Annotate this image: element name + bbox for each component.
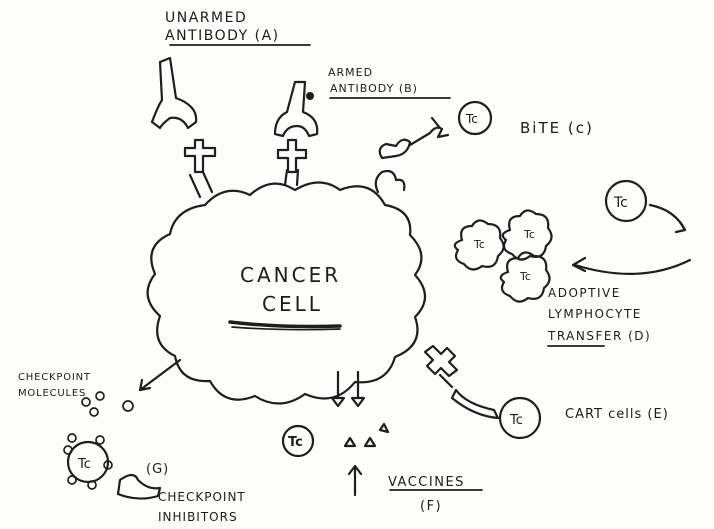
- tc-label-vaccine: Tc: [288, 435, 303, 450]
- tc-label-source: Tc: [613, 195, 628, 211]
- armed-antibody: [275, 82, 317, 185]
- armed-antibody-label-2: ANTIBODY (B): [330, 82, 418, 95]
- armed-antibody-label-1: ARMED: [328, 66, 373, 79]
- tc-label-cart: Tc: [509, 413, 523, 428]
- adoptive-label-1: ADOPTIVE: [548, 286, 621, 300]
- checkpoint-inhibitors-label-2: INHIBITORS: [158, 510, 238, 524]
- adoptive-transfer: [455, 181, 690, 346]
- checkpoint-molecule: [82, 398, 90, 406]
- checkpoint-molecules-label-1: CHECKPOINT: [18, 372, 91, 383]
- checkpoint-molecule: [123, 401, 133, 411]
- cancer-cell-underline: [230, 322, 340, 327]
- cancer-cell-label-1: CANCER: [240, 263, 341, 287]
- adoptive-label-3: TRANSFER (D): [547, 329, 651, 343]
- tc-receptor: [68, 476, 76, 484]
- tc-label-transfer-2: Tc: [523, 228, 535, 241]
- vaccines-label-2: (F): [420, 499, 442, 514]
- bite-label: BiTE (c): [520, 119, 594, 137]
- unarmed-antibody: [152, 58, 215, 197]
- unarmed-antibody-label-1: UNARMED: [165, 10, 247, 26]
- checkpoint-molecule: [90, 408, 98, 416]
- tc-receptor: [96, 436, 104, 444]
- checkpoint-inhibitors-label-1: CHECKPOINT: [158, 490, 246, 504]
- adoptive-label-2: LYMPHOCYTE: [548, 307, 642, 321]
- tc-label-transfer-3: Tc: [519, 270, 531, 283]
- tc-receptor: [68, 434, 76, 442]
- g-label: (G): [146, 462, 169, 477]
- checkpoint-molecules-label-2: MOLECULES: [18, 388, 86, 399]
- tc-label-bite: Tc: [465, 112, 478, 126]
- vaccines-label-1: VACCINES: [388, 475, 465, 490]
- unarmed-antibody-label-2: ANTIBODY (A): [165, 28, 280, 44]
- payload-dot: [306, 92, 314, 100]
- cancer-cell-label-2: CELL: [262, 292, 323, 316]
- checkpoint-inhibitor-antibody: [118, 475, 160, 499]
- tc-label-transfer-1: Tc: [473, 238, 485, 251]
- cart-cells-label: CART cells (E): [565, 407, 669, 422]
- checkpoint-molecule: [96, 392, 104, 400]
- tc-label-checkpoint: Tc: [77, 457, 91, 472]
